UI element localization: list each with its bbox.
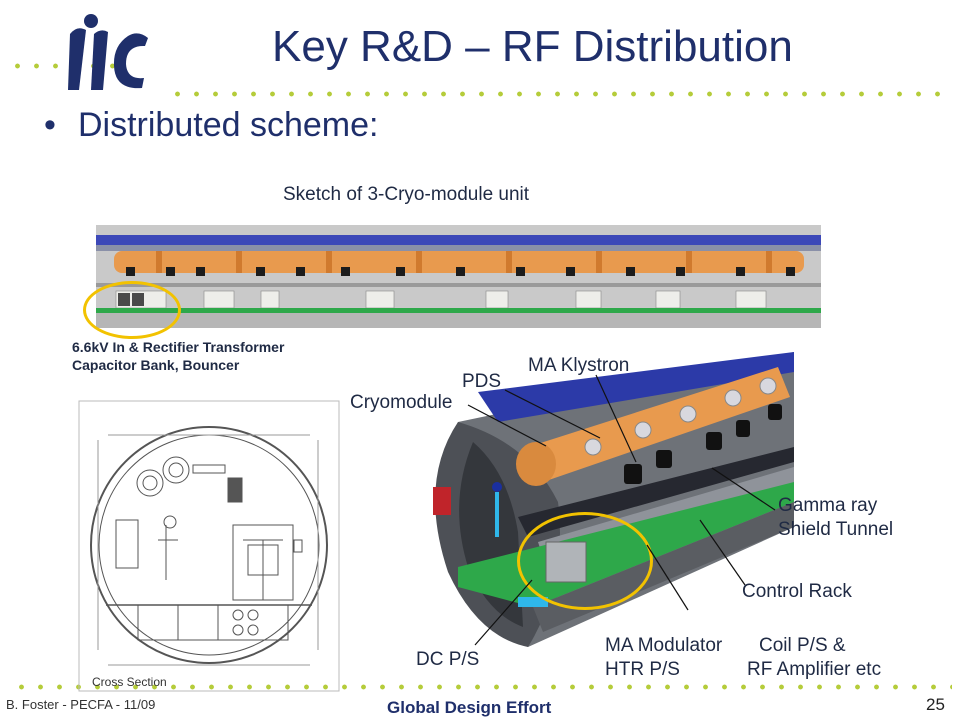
highlight-ellipse-modulator [517,512,653,610]
cryomodule-unit-sketch [96,225,821,328]
label-coil-ps: Coil P/S & [759,635,846,656]
bullet-text: Distributed scheme: [78,106,379,144]
top-dotted-line-left [8,63,128,69]
slide-title: Key R&D – RF Distribution [272,22,793,71]
cross-section-label: Cross Section [92,675,167,689]
ilc-logo [68,12,150,92]
label-cryomodule: Cryomodule [350,392,453,413]
caption-line-2: Capacitor Bank, Bouncer [72,357,240,373]
label-ma-modulator: MA Modulator [605,635,723,656]
label-pds: PDS [462,371,502,392]
bullet-item: • Distributed scheme: [44,106,378,145]
footer-organization: Global Design Effort [387,698,552,717]
label-dc-ps: DC P/S [416,649,480,670]
footer-author: B. Foster - PECFA - 11/09 [6,697,156,712]
bullet-symbol: • [44,106,56,144]
top-dotted-line [168,91,954,97]
caption-line-1: 6.6kV In & Rectifier Transformer [72,339,285,355]
label-control-rack: Control Rack [742,581,852,602]
label-rf-amplifier: RF Amplifier etc [747,659,882,680]
label-htr-ps: HTR P/S [605,659,680,680]
transformer-caption: 6.6kV In & Rectifier Transformer Capacit… [72,338,284,374]
sketch-title: Sketch of 3-Cryo-module unit [283,184,530,205]
label-gamma-ray-line1: Gamma ray [778,495,878,516]
label-gamma-ray-line2: Shield Tunnel [778,519,894,540]
label-ma-klystron: MA Klystron [528,355,630,376]
highlight-ellipse-top [83,281,181,339]
cross-section-drawing [78,400,340,692]
bottom-dotted-line [12,684,952,690]
page-number: 25 [926,695,945,714]
